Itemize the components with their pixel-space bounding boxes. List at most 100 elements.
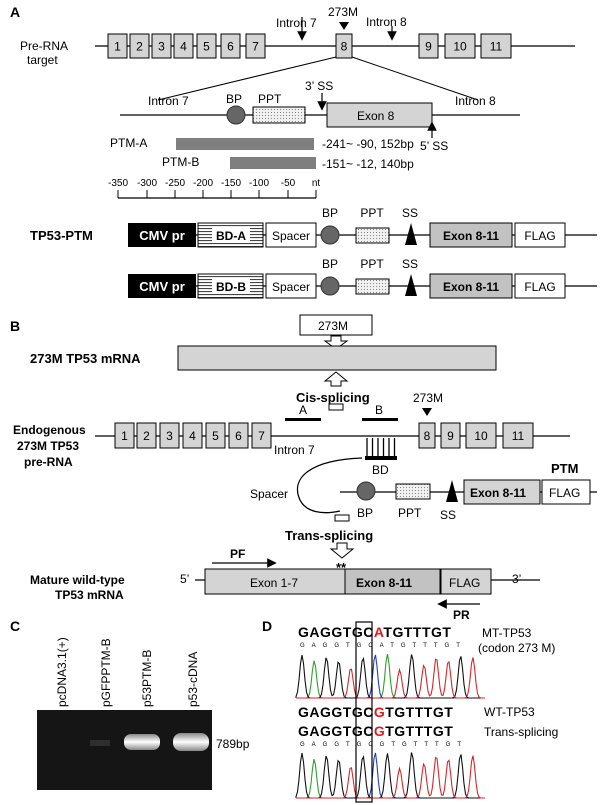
flag-box-b bbox=[541, 479, 591, 505]
ptm-a-range: -241~ -90, 152bp bbox=[322, 137, 414, 151]
construct-a-branch-point bbox=[320, 225, 340, 245]
construct-b-spacer-label: Spacer bbox=[272, 280, 310, 294]
mid-exon-label-1: 1 bbox=[121, 429, 128, 443]
top-exon-4 bbox=[173, 33, 194, 59]
construct-a-spacer-label: Spacer bbox=[272, 229, 310, 243]
spacer-loop bbox=[296, 457, 363, 514]
seq-mt-base: A bbox=[374, 624, 384, 640]
gel-lane-label: p53PTM-B bbox=[140, 650, 154, 707]
box-273m-label: 273M bbox=[318, 319, 348, 333]
construct-a-exon-8-11-label: Exon 8-11 bbox=[443, 229, 499, 243]
top-exon-5 bbox=[196, 33, 217, 59]
construct-b-bp-label: BP bbox=[322, 257, 338, 271]
trans-splicing-arrow bbox=[329, 542, 355, 559]
gel-faint-band bbox=[90, 740, 110, 746]
top-exon-1 bbox=[107, 33, 128, 59]
exon-8-11-mature-label: Exon 8-11 bbox=[356, 576, 412, 590]
cis-splicing-stub bbox=[328, 403, 344, 411]
gel-lane-label: p53-cDNA bbox=[186, 652, 200, 707]
exon-1-7-label: Exon 1-7 bbox=[250, 576, 298, 590]
mid-exon-label-9: 9 bbox=[447, 429, 454, 443]
trace-T bbox=[296, 657, 485, 699]
mid-exon-11 bbox=[502, 422, 534, 449]
mid-exon-9 bbox=[440, 422, 461, 449]
zoom-intron7-label: Intron 7 bbox=[148, 94, 189, 108]
seq-mt: GAGGTGCATGTTTGT bbox=[298, 624, 451, 640]
pre-rna-label: Pre-RNA bbox=[20, 39, 68, 53]
construct-b-ss-label: SS bbox=[402, 257, 418, 271]
trans-splicing-label: Trans-splicing bbox=[285, 528, 373, 543]
mid-exon-8 bbox=[418, 422, 436, 449]
mutation-marker-top bbox=[339, 22, 349, 30]
splice-site-b bbox=[446, 480, 458, 502]
scale-tick-label: nt bbox=[312, 178, 321, 189]
top-exon-label-6: 6 bbox=[227, 40, 234, 54]
primer-pf-label: PF bbox=[230, 547, 245, 561]
bp-label-b: BP bbox=[357, 506, 373, 520]
trace-G bbox=[295, 752, 485, 799]
five-prime-label: 5’ bbox=[180, 572, 189, 586]
ptm-a-label: PTM-A bbox=[110, 136, 147, 150]
endogenous-label-3: pre-RNA bbox=[24, 455, 73, 469]
top-exon-label-10: 10 bbox=[453, 40, 467, 54]
intron7-mid-label: Intron 7 bbox=[274, 443, 315, 457]
endogenous-label-2: 273M TP53 bbox=[17, 439, 79, 453]
mutation-label-mid: 273M bbox=[413, 391, 443, 405]
top-exon-label-4: 4 bbox=[180, 40, 187, 54]
primer-pr-label: PR bbox=[453, 608, 470, 622]
ptm-label-b: PTM bbox=[551, 461, 578, 476]
mid-exon-6 bbox=[228, 422, 249, 449]
mt-label-2: (codon 273 M) bbox=[478, 641, 555, 655]
ptm-a-bar bbox=[176, 138, 314, 150]
bp-label-a: BP bbox=[226, 92, 242, 106]
mid-exon-label-7: 7 bbox=[258, 429, 265, 443]
top-exon-label-1: 1 bbox=[114, 40, 121, 54]
mid-exon-label-10: 10 bbox=[474, 429, 488, 443]
construct-a-cmv-box bbox=[128, 223, 196, 247]
mid-exon-4 bbox=[182, 422, 203, 449]
ppt-label-a: PPT bbox=[258, 92, 282, 106]
seq-mt-post: TGTTTGT bbox=[383, 624, 451, 640]
construct-b-splice-site bbox=[405, 274, 417, 296]
ss3-label: 3’ SS bbox=[305, 79, 333, 93]
construct-b-flag-label: FLAG bbox=[524, 280, 555, 294]
seq-wt-base-2: G bbox=[374, 723, 385, 739]
seq-wt-small: GAGGTGCGTGTTTGT bbox=[300, 742, 468, 748]
seq-wt-bottom: GAGGTGCGTGTTTGT bbox=[298, 723, 453, 739]
junction-stars: ** bbox=[336, 560, 347, 575]
construct-a-spacer-box bbox=[265, 222, 317, 248]
flag-mature-label: FLAG bbox=[449, 576, 480, 590]
site-b-bar bbox=[362, 418, 398, 421]
chromatogram-wt bbox=[295, 752, 485, 799]
construct-b-exon-8-11-box bbox=[429, 273, 513, 299]
flag-label-b: FLAG bbox=[549, 486, 580, 500]
mrna-273m-bar bbox=[177, 345, 497, 371]
construct-a-ppt-label: PPT bbox=[360, 206, 384, 220]
mid-exon-label-4: 4 bbox=[189, 429, 196, 443]
top-exon-6 bbox=[220, 33, 241, 59]
mid-exon-label-2: 2 bbox=[143, 429, 150, 443]
exon-1-7-box bbox=[204, 568, 346, 595]
construct-a-bd-label-bg bbox=[212, 228, 250, 242]
top-exon-label-7: 7 bbox=[252, 40, 259, 54]
construct-a-splice-site bbox=[405, 223, 417, 245]
top-exon-label-11: 11 bbox=[490, 40, 503, 54]
mutation-label-top: 273M bbox=[328, 5, 358, 19]
pre-rna-target-label: target bbox=[27, 53, 58, 67]
scale-tick-label: -50 bbox=[281, 178, 296, 189]
scale-tick-label: -100 bbox=[249, 178, 269, 189]
bd-label: BD bbox=[372, 463, 389, 477]
ptm-b-range: -151~ -12, 140bp bbox=[322, 157, 414, 171]
exon8-zoom-box bbox=[326, 102, 433, 128]
mid-exon-label-11: 11 bbox=[512, 429, 525, 443]
top-exon-9 bbox=[418, 33, 439, 59]
construct-b-cmv-label: CMV pr bbox=[139, 279, 185, 294]
gel-lane-label: pGFPPTM-B bbox=[99, 638, 113, 707]
construct-a-bp-label: BP bbox=[322, 206, 338, 220]
seq-wt-base: G bbox=[374, 704, 385, 720]
construct-b-exon-8-11-label: Exon 8-11 bbox=[443, 280, 499, 294]
